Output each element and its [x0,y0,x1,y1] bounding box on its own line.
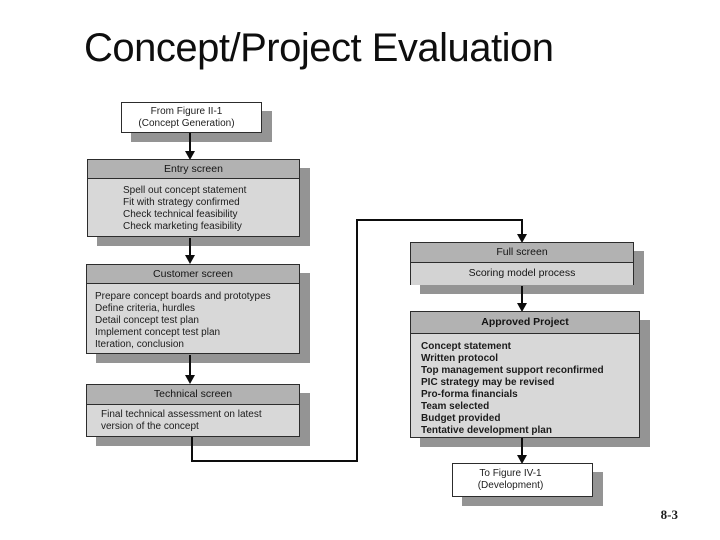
approved-project-body: Concept statement Written protocol Top m… [411,334,639,437]
slide-title: Concept/Project Evaluation [84,26,554,70]
technical-item: Final technical assessment on latest ver… [101,409,262,432]
approved-project-header: Approved Project [411,312,639,334]
technical-screen-box: Technical screen Final technical assessm… [86,384,300,437]
customer-item: Implement concept test plan [95,327,221,338]
approved-item: Budget provided [421,413,501,424]
entry-item: Check marketing feasibility [123,221,242,232]
entry-screen-body: Spell out concept statement Fit with str… [88,179,299,233]
scoring-model-band: Scoring model process [411,263,633,285]
arrow-from-figure-to-entry [185,133,195,160]
from-figure-box: From Figure II-1 (Concept Generation) [121,102,262,133]
arrow-entry-to-customer [185,238,195,264]
technical-screen-body: Final technical assessment on latest ver… [87,405,299,433]
approved-project-box: Approved Project Concept statement Writt… [410,311,640,438]
customer-item: Define criteria, hurdles [95,303,196,314]
approved-item: Tentative development plan [421,425,552,436]
approved-item: Concept statement [421,341,512,352]
full-screen-box: Full screen Scoring model process [410,242,634,285]
approved-item: PIC strategy may be revised [421,377,555,388]
arrow-customer-to-technical [185,355,195,384]
to-figure-line2: (Development) [477,480,544,491]
to-figure-box: To Figure IV-1 (Development) [452,463,593,497]
customer-screen-box: Customer screen Prepare concept boards a… [86,264,300,354]
entry-item: Spell out concept statement [123,185,247,196]
customer-screen-header: Customer screen [87,265,299,284]
customer-item: Iteration, conclusion [95,339,184,350]
arrow-approved-to-development [517,438,527,464]
entry-screen-header: Entry screen [88,160,299,179]
technical-screen-header: Technical screen [87,385,299,405]
entry-item: Fit with strategy confirmed [123,197,240,208]
approved-item: Top management support reconfirmed [421,365,604,376]
customer-item: Prepare concept boards and prototypes [95,291,271,302]
from-figure-line2: (Concept Generation) [138,118,235,129]
approved-item: Written protocol [421,353,499,364]
approved-item: Pro-forma financials [421,389,518,400]
entry-screen-box: Entry screen Spell out concept statement… [87,159,300,237]
approved-item: Team selected [421,401,490,412]
page-number: 8-3 [660,507,678,522]
customer-screen-body: Prepare concept boards and prototypes De… [87,284,299,351]
full-screen-header: Full screen [411,243,633,263]
arrow-full-to-approved [517,286,527,312]
customer-item: Detail concept test plan [95,315,199,326]
to-figure-line1: To Figure IV-1 [479,468,542,479]
entry-item: Check technical feasibility [123,209,238,220]
from-figure-line1: From Figure II-1 [150,106,223,117]
